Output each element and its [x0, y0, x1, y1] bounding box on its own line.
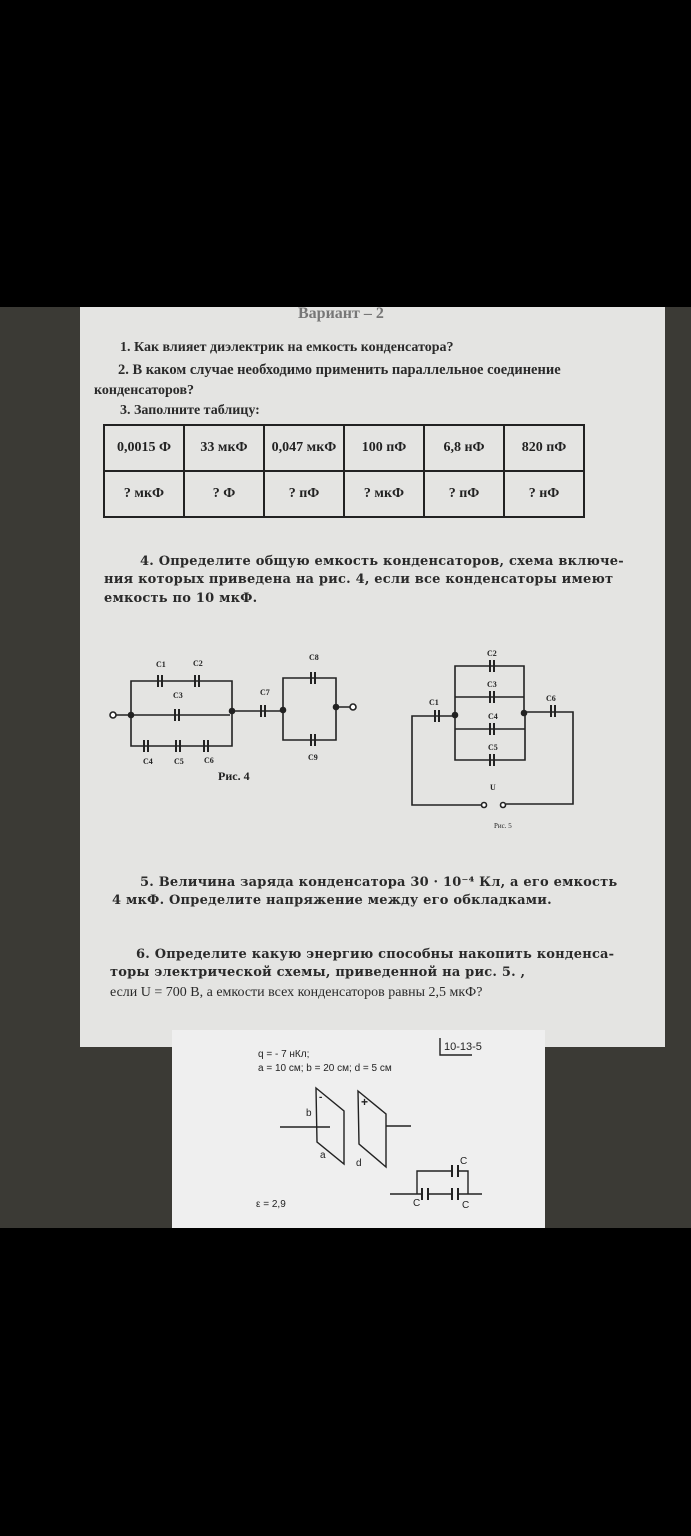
figure-4-circuit: C1 C2 C3 C4 C5 C6 C7 C8 C9 Рис. 4: [109, 653, 357, 783]
voltage-label: U: [490, 783, 496, 792]
question-5-line2: 4 мкФ. Определите напряжение между его о…: [112, 893, 552, 908]
card-given-dimensions: a = 10 см; b = 20 см; d = 5 см: [258, 1063, 392, 1074]
table-cell: 0,047 мкФ: [263, 424, 345, 472]
label-c8: C8: [309, 653, 319, 662]
label-c6: C6: [546, 694, 556, 703]
table-cell: ? пФ: [423, 470, 505, 518]
question-2-line2: конденсаторов?: [94, 383, 195, 398]
table-cell: 0,0015 Ф: [103, 424, 185, 472]
plate-label-b: b: [306, 1108, 312, 1119]
label-c1: C1: [156, 660, 166, 669]
label-c3: C3: [487, 680, 497, 689]
table-row: ? мкФ ? Ф ? пФ ? мкФ ? пФ ? нФ: [103, 470, 585, 518]
question-6-line1: 6. Определите какую энергию способны нак…: [136, 947, 615, 962]
cap-label: C: [462, 1200, 470, 1211]
table-cell: ? мкФ: [343, 470, 425, 518]
table-cell: ? пФ: [263, 470, 345, 518]
table-cell: ? мкФ: [103, 470, 185, 518]
figure-4-caption: Рис. 4: [218, 769, 250, 783]
card-code: 10-13-5: [444, 1041, 482, 1053]
figure-5-caption: Рис. 5: [494, 822, 512, 830]
question-4-line2: ния которых приведена на рис. 4, если вс…: [104, 572, 614, 587]
table-row: 0,0015 Ф 33 мкФ 0,047 мкФ 100 пФ 6,8 нФ …: [103, 424, 585, 472]
table-cell: 100 пФ: [343, 424, 425, 472]
label-c9: C9: [308, 753, 318, 762]
label-c2: C2: [487, 649, 497, 658]
label-c5: C5: [174, 757, 184, 766]
minus-sign: -: [319, 1092, 323, 1103]
plus-sign: +: [361, 1095, 369, 1109]
cap-label: C: [413, 1198, 421, 1209]
table-cell: 33 мкФ: [183, 424, 265, 472]
label-c4: C4: [488, 712, 498, 721]
table-cell: ? нФ: [503, 470, 585, 518]
label-c2: C2: [193, 659, 203, 668]
plate-label-d: d: [356, 1158, 362, 1169]
question-5-line1: 5. Величина заряда конденсатора 30 · 10⁻…: [140, 875, 618, 890]
question-1: 1. Как влияет диэлектрик на емкость конд…: [120, 340, 454, 355]
question-4-line1: 4. Определите общую емкость конденсаторо…: [140, 554, 624, 569]
permittivity: ε = 2,9: [256, 1199, 286, 1210]
figure-5-circuit: C2 C3 C4 C5 C1 C6 U Рис. 5: [411, 649, 574, 830]
cap-label: C: [460, 1156, 468, 1167]
variant-title: Вариант – 2: [298, 305, 384, 322]
question-4-line3: емкость по 10 мкФ.: [104, 591, 258, 606]
card-given-charge: q = - 7 нКл;: [258, 1049, 310, 1060]
label-c7: C7: [260, 688, 270, 697]
capacitance-table: 0,0015 Ф 33 мкФ 0,047 мкФ 100 пФ 6,8 нФ …: [103, 424, 585, 518]
label-c3: C3: [173, 691, 183, 700]
label-c4: C4: [143, 757, 153, 766]
table-cell: 6,8 нФ: [423, 424, 505, 472]
plate-label-a: a: [320, 1150, 326, 1161]
question-3: 3. Заполните таблицу:: [120, 403, 260, 418]
card-drawings: [280, 1038, 482, 1200]
question-2-line1: 2. В каком случае необходимо применить п…: [118, 362, 561, 378]
question-6-line2: торы электрической схемы, приведенной на…: [110, 965, 526, 980]
label-c1: C1: [429, 698, 439, 707]
label-c5: C5: [488, 743, 498, 752]
task-card: 10-13-5 q = - 7 нКл; a = 10 см; b = 20 с…: [172, 1030, 545, 1228]
question-6-line3: если U = 700 В, а емкости всех конденсат…: [110, 985, 483, 1000]
label-c6: C6: [204, 756, 214, 765]
table-cell: 820 пФ: [503, 424, 585, 472]
table-cell: ? Ф: [183, 470, 265, 518]
